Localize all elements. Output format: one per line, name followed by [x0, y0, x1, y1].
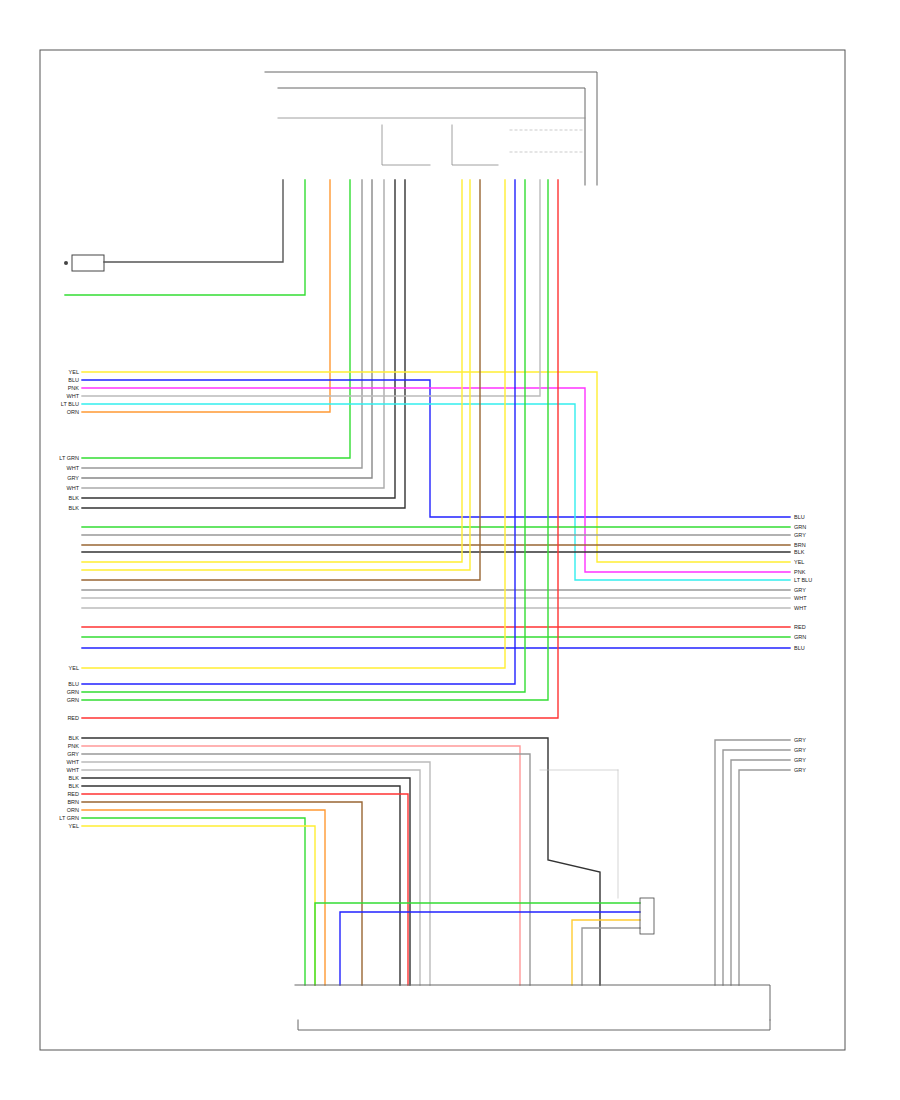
- wire-color-label: WHT: [793, 605, 808, 611]
- wire-color-label: BRN: [793, 542, 807, 548]
- wire-color-label: GRY: [793, 532, 807, 538]
- wire-color-label: PNK: [67, 385, 80, 391]
- wire-color-label: GRN: [66, 697, 80, 703]
- wire-color-label: ORN: [66, 409, 80, 415]
- wire-color-label: BLK: [68, 783, 80, 789]
- wire-color-label: LT GRN: [58, 815, 80, 821]
- wire-color-label: BLK: [68, 735, 80, 741]
- wire-color-label: WHT: [65, 393, 80, 399]
- wire-color-label: BLK: [68, 505, 80, 511]
- wire-color-label: BLK: [68, 495, 80, 501]
- wire-color-label: GRY: [793, 757, 807, 763]
- wire-color-label: WHT: [793, 595, 808, 601]
- wire-color-label: WHT: [65, 767, 80, 773]
- wire-color-label: RED: [66, 715, 80, 721]
- wire-color-label: BLU: [793, 514, 806, 520]
- wire-color-label: GRY: [793, 737, 807, 743]
- wire-color-label: LT BLU: [793, 577, 813, 583]
- wire-color-label: GRY: [793, 587, 807, 593]
- wire-color-label: YEL: [68, 369, 80, 375]
- wire-color-label: GRN: [793, 524, 807, 530]
- wire-color-label: PNK: [67, 743, 80, 749]
- wire-color-label: GRN: [793, 634, 807, 640]
- wire-color-label: RED: [66, 791, 80, 797]
- wire-color-label: YEL: [793, 559, 805, 565]
- wire-color-label: YEL: [68, 823, 80, 829]
- wire-color-label: PNK: [793, 569, 806, 575]
- wire-color-label: ORN: [66, 807, 80, 813]
- wire-color-label: GRY: [793, 767, 807, 773]
- wire-color-label: GRN: [66, 689, 80, 695]
- wire-color-label: RED: [793, 624, 807, 630]
- wire-color-label: BLU: [67, 681, 80, 687]
- wire-color-label: BLK: [68, 775, 80, 781]
- wire-color-label: BLU: [67, 377, 80, 383]
- wire-color-label: GRY: [793, 747, 807, 753]
- wire-color-label: BLU: [793, 645, 806, 651]
- wire-color-label: GRY: [66, 751, 80, 757]
- wire-color-label: BRN: [66, 799, 80, 805]
- wire-color-label: BLK: [793, 549, 805, 555]
- wire-color-label: LT GRN: [58, 455, 80, 461]
- wire-color-label: LT BLU: [60, 401, 80, 407]
- wire-color-label: WHT: [65, 485, 80, 491]
- wire-color-label: WHT: [65, 465, 80, 471]
- wire-color-label: YEL: [68, 665, 80, 671]
- wire-color-label: GRY: [66, 475, 80, 481]
- wire-color-label: WHT: [65, 759, 80, 765]
